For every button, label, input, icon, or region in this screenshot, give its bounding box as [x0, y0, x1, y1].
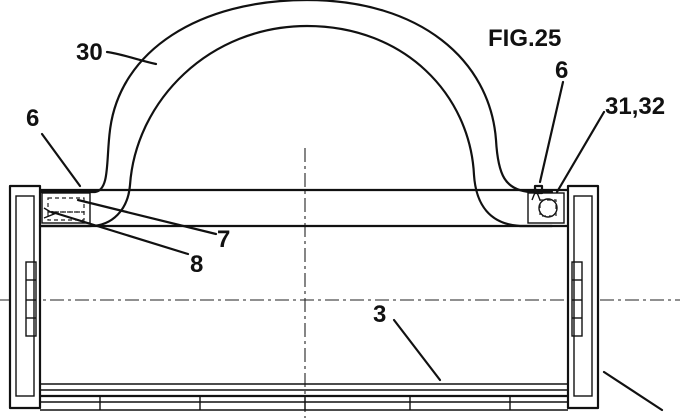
left-end-plate	[8, 184, 42, 410]
label-tab-right: 6	[555, 57, 568, 84]
label-body: 3	[373, 301, 386, 328]
bottom-rail	[40, 396, 568, 411]
right-end-plate	[566, 184, 600, 410]
label-part-eight: 8	[190, 251, 203, 278]
box-body	[38, 188, 570, 398]
leader-lines	[40, 50, 664, 412]
figure-title: FIG.25	[488, 25, 561, 52]
label-hinge-right: 31,32	[605, 93, 665, 120]
label-handle: 30	[76, 39, 103, 66]
label-part-seven: 7	[217, 226, 230, 253]
left-clip	[41, 192, 91, 224]
right-hinge	[527, 184, 565, 224]
label-tab-left: 6	[26, 105, 39, 132]
handle	[38, 0, 554, 228]
